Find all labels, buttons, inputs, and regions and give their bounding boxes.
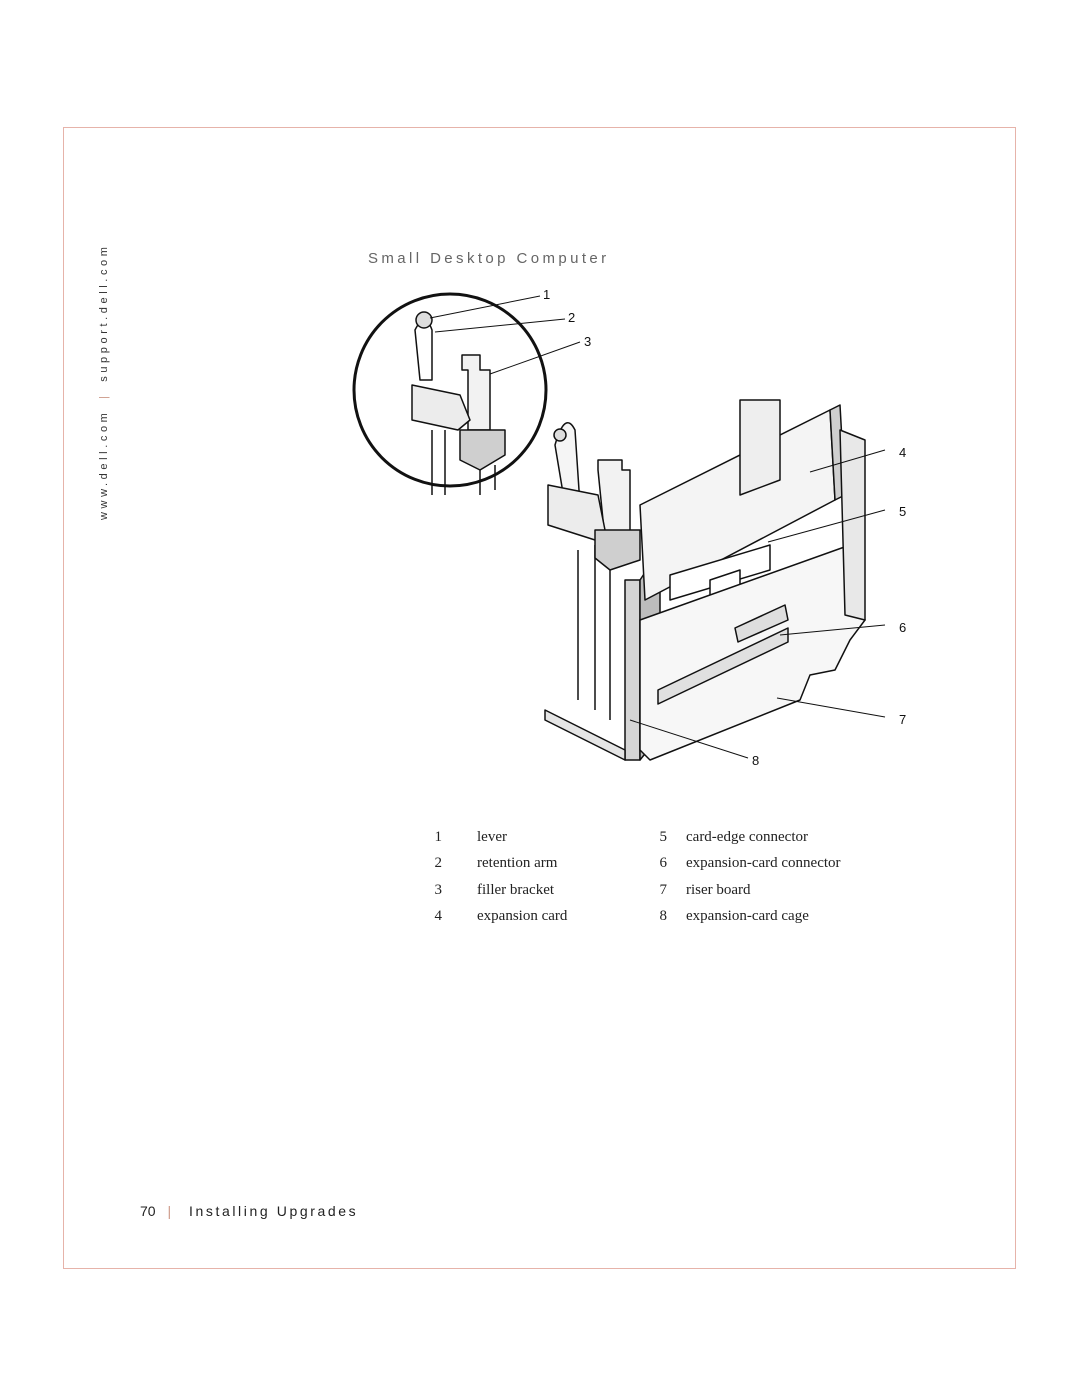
- riser-board: [639, 429, 866, 761]
- legend-label: lever: [477, 828, 507, 845]
- callout-3: 3: [584, 334, 591, 349]
- legend-row: 2 retention arm 6 expansion-card connect…: [420, 851, 940, 878]
- legend-row: 3 filler bracket 7 riser board: [420, 877, 940, 904]
- footer-separator: |: [167, 1203, 172, 1219]
- page-footer: 70 | Installing Upgrades: [140, 1203, 358, 1219]
- legend-number: 6: [659, 855, 668, 872]
- callout-7: 7: [899, 712, 906, 727]
- legend-label: retention arm: [477, 855, 558, 872]
- retention-arm-and-lever: [547, 421, 641, 571]
- legend-number: 3: [434, 881, 443, 898]
- side-url-right: support.dell.com: [98, 243, 110, 382]
- legend-number: 2: [434, 855, 443, 872]
- expansion-card: [639, 399, 846, 601]
- callout-8: 8: [752, 753, 759, 768]
- figure-callouts: 1 2 3 4 5 6 7 8: [543, 287, 906, 768]
- section-title: Installing Upgrades: [189, 1203, 359, 1219]
- expansion-card-illustration: 1 2 3 4 5 6 7 8: [352, 287, 906, 768]
- figure-legend: 1 lever 5 card-edge connector 2 retentio…: [420, 824, 940, 930]
- legend-number: 7: [659, 881, 668, 898]
- legend-row: 4 expansion card 8 expansion-card cage: [420, 904, 940, 931]
- legend-number: 5: [659, 828, 668, 845]
- side-url-separator: |: [98, 392, 110, 399]
- legend-label: filler bracket: [477, 881, 555, 898]
- callout-leader-lines: [429, 295, 886, 759]
- legend-label: expansion-card cage: [686, 908, 809, 925]
- callout-5: 5: [899, 504, 906, 519]
- callout-4: 4: [899, 445, 906, 460]
- page-number: 70: [140, 1203, 156, 1219]
- legend-label: expansion-card connector: [686, 855, 841, 872]
- legend-label: riser board: [686, 881, 751, 898]
- legend-label: expansion card: [477, 908, 568, 925]
- figure-title: Small Desktop Computer: [368, 250, 610, 267]
- callout-2: 2: [568, 310, 575, 325]
- side-url: www.dell.com | support.dell.com: [98, 243, 110, 520]
- legend-label: card-edge connector: [686, 828, 809, 845]
- page-border: [63, 127, 1016, 1269]
- legend-number: 8: [659, 908, 668, 925]
- callout-6: 6: [899, 620, 906, 635]
- inset-detail: [352, 292, 548, 495]
- legend-number: 4: [434, 908, 443, 925]
- legend-row: 1 lever 5 card-edge connector: [420, 824, 940, 851]
- side-url-left: www.dell.com: [98, 409, 110, 520]
- callout-1: 1: [543, 287, 550, 302]
- legend-number: 1: [434, 828, 443, 845]
